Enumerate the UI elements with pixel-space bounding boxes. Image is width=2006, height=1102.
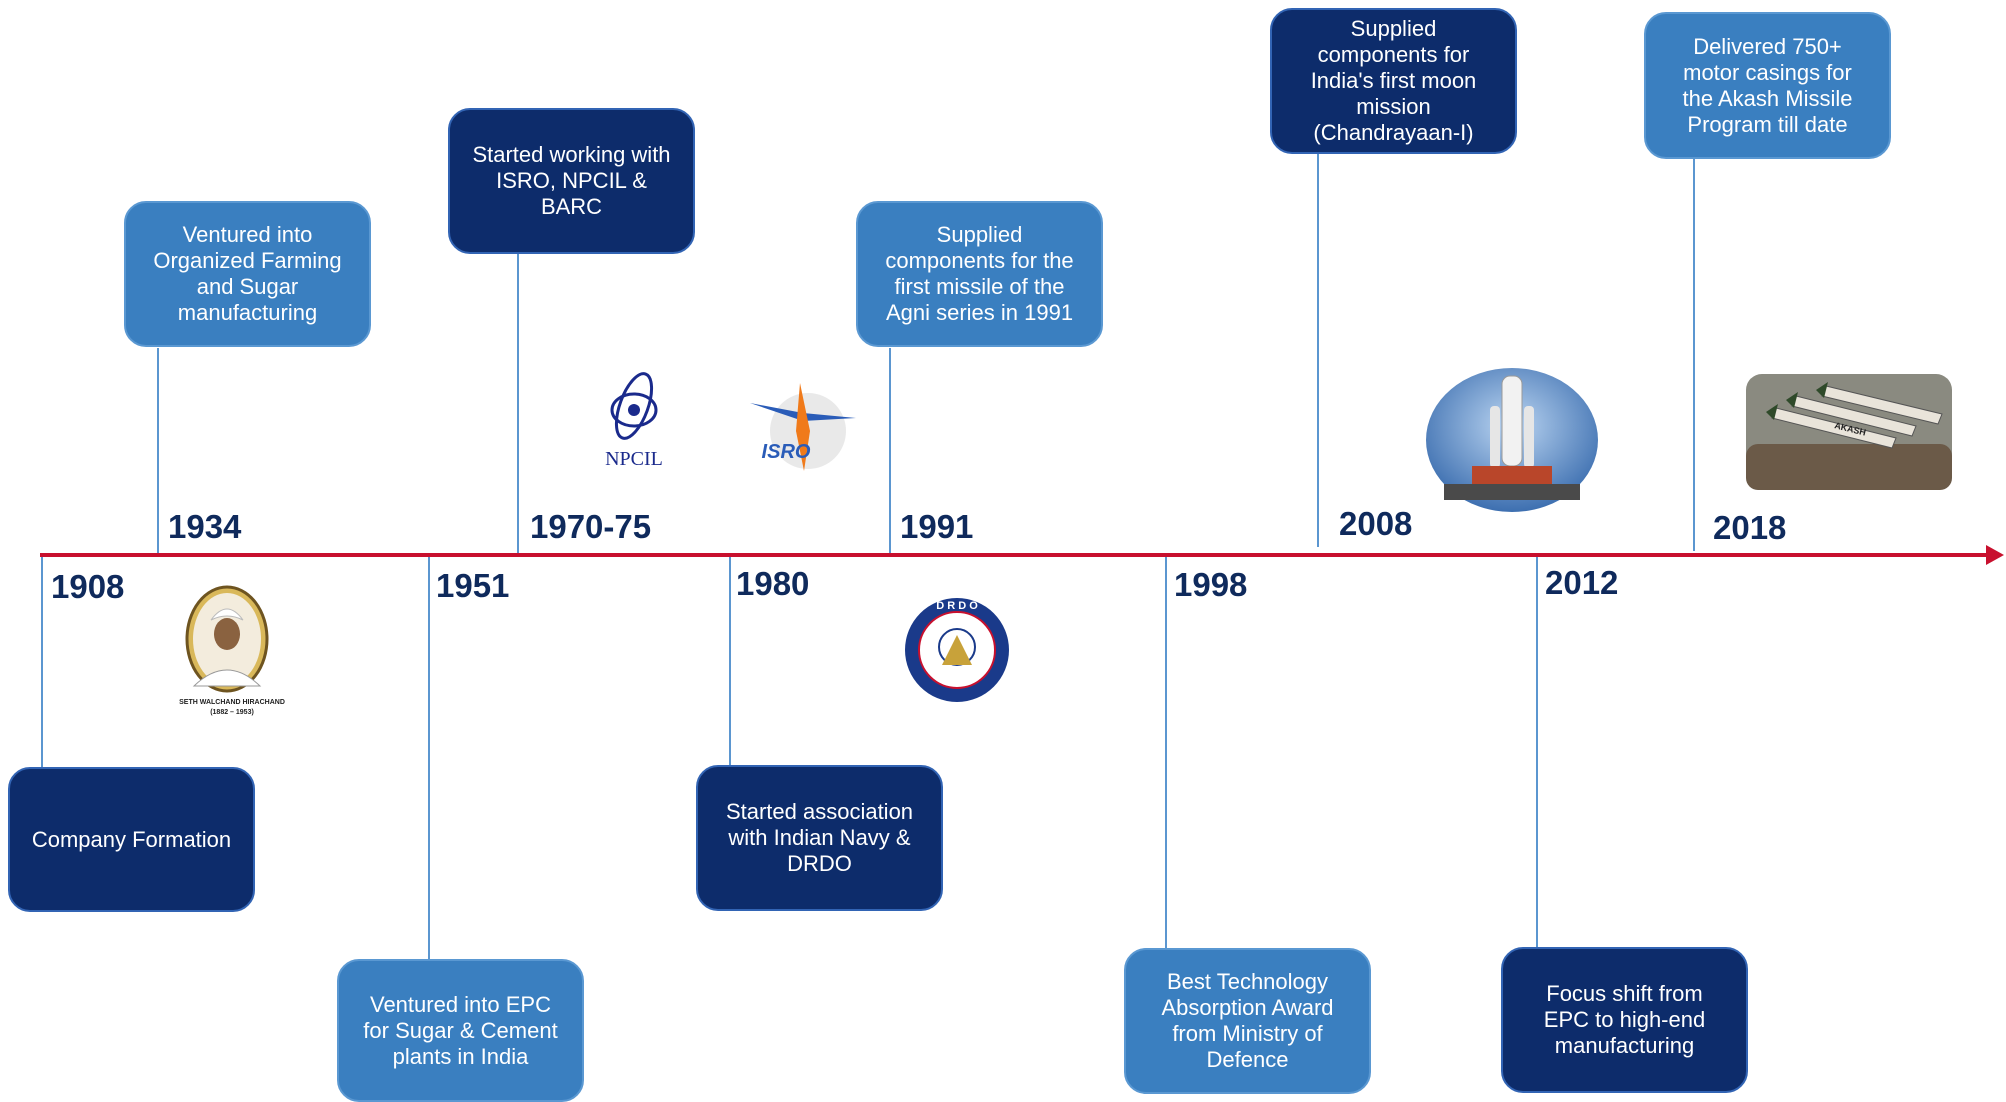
milestone-box-2008: Supplied components for India's first mo… bbox=[1270, 8, 1517, 154]
connector-2008 bbox=[1317, 153, 1319, 547]
akash-missile-image: AKASH bbox=[1746, 374, 1952, 490]
isro-logo-label: ISRO bbox=[762, 441, 811, 463]
timeline-arrowhead bbox=[1986, 545, 2004, 565]
year-label-2012: 2012 bbox=[1545, 564, 1619, 601]
connector-1991 bbox=[889, 348, 891, 557]
milestone-box-1991: Supplied components for the first missil… bbox=[856, 201, 1103, 347]
year-label-1908: 1908 bbox=[51, 568, 125, 605]
connector-1934 bbox=[157, 348, 159, 557]
milestone-box-1998: Best Technology Absorption Award from Mi… bbox=[1124, 948, 1371, 1094]
milestone-box-2018: Delivered 750+ motor casings for the Aka… bbox=[1644, 12, 1891, 159]
npcil-logo: NPCIL bbox=[605, 372, 663, 470]
founder-portrait-image bbox=[185, 585, 269, 693]
timeline-axis bbox=[40, 553, 1990, 557]
milestone-box-1934: Ventured into Organized Farming and Suga… bbox=[124, 201, 371, 347]
founder-caption: SETH WALCHAND HIRACHAND bbox=[179, 699, 285, 706]
rocket-launch-image bbox=[1426, 368, 1598, 512]
year-label-1970-75: 1970-75 bbox=[530, 508, 652, 545]
connector-1980 bbox=[729, 555, 731, 766]
connector-1908 bbox=[41, 555, 43, 768]
founder-years: (1882 – 1953) bbox=[210, 709, 254, 716]
connector-2012 bbox=[1536, 555, 1538, 948]
milestone-box-1970-75: Started working with ISRO, NPCIL & BARC bbox=[448, 108, 695, 254]
connector-1998 bbox=[1165, 555, 1167, 949]
isro-logo: ISRO bbox=[750, 383, 856, 471]
connector-2018 bbox=[1693, 158, 1695, 551]
drdo-logo-letters: D R D O bbox=[936, 600, 978, 612]
year-label-2008: 2008 bbox=[1339, 505, 1413, 542]
year-label-2018: 2018 bbox=[1713, 509, 1787, 546]
year-label-1951: 1951 bbox=[436, 567, 510, 604]
milestone-box-2012: Focus shift from EPC to high-end manufac… bbox=[1501, 947, 1748, 1093]
year-label-1980: 1980 bbox=[736, 565, 810, 602]
connector-1951 bbox=[428, 555, 430, 961]
year-label-1934: 1934 bbox=[168, 508, 242, 545]
connector-1970-75 bbox=[517, 253, 519, 557]
year-label-1991: 1991 bbox=[900, 508, 974, 545]
milestone-box-1951: Ventured into EPC for Sugar & Cement pla… bbox=[337, 959, 584, 1102]
drdo-logo: D R D O bbox=[905, 598, 1009, 702]
npcil-logo-label: NPCIL bbox=[605, 448, 663, 470]
milestone-box-1908: Company Formation bbox=[8, 767, 255, 912]
year-label-1998: 1998 bbox=[1174, 566, 1248, 603]
milestone-box-1980: Started association with Indian Navy & D… bbox=[696, 765, 943, 911]
